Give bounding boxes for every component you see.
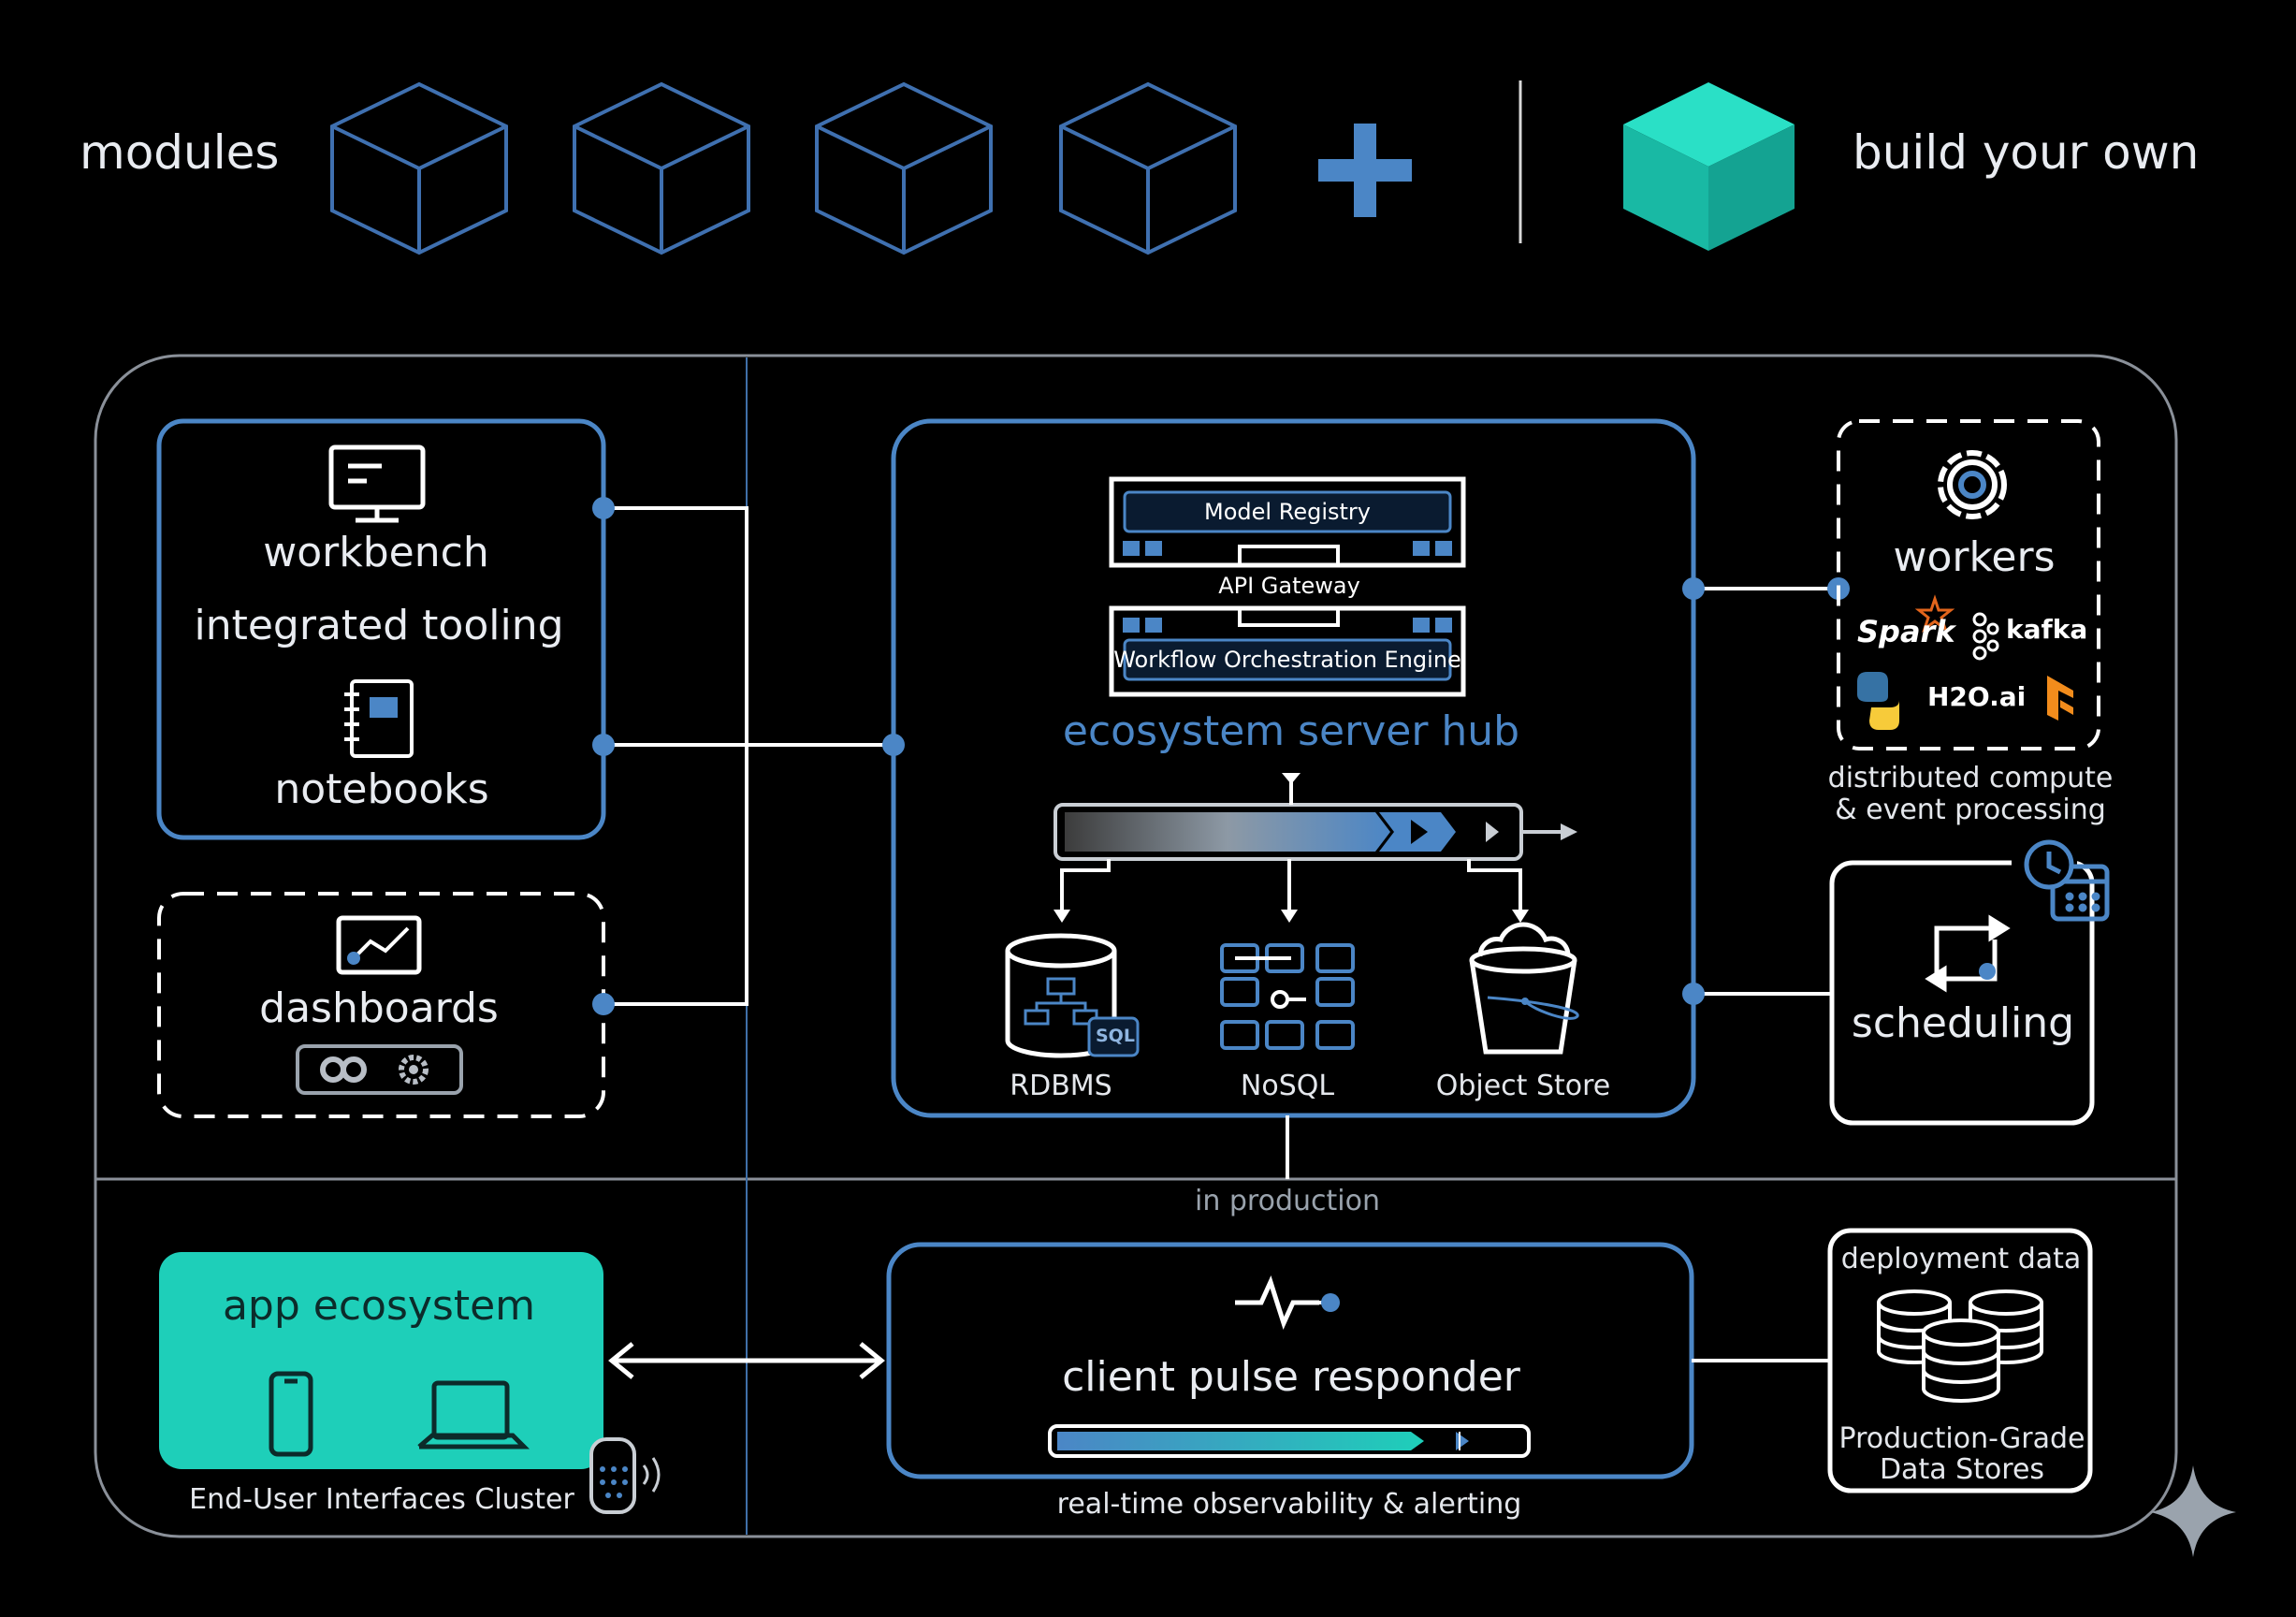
api-gateway-connector	[1238, 545, 1340, 565]
connector-dot	[592, 734, 615, 756]
workers-box[interactable]	[1837, 419, 2100, 750]
database-cluster-icon	[1877, 1289, 2043, 1403]
python-icon	[1857, 672, 1899, 730]
scheduling-box[interactable]	[1829, 860, 2095, 1126]
deployment-data-box[interactable]	[1827, 1228, 2093, 1493]
build-cube-icon	[1623, 82, 1795, 251]
infinity-icon	[320, 1056, 367, 1083]
workflow-engine-label: Workflow Orchestration Engine	[1113, 647, 1461, 673]
in-production-label: in production	[1195, 1185, 1380, 1217]
connector-dot	[1682, 983, 1705, 1005]
ecosystem-hub-box[interactable]	[891, 418, 1696, 1118]
schema-icon	[1024, 977, 1098, 1026]
kafka-logo-text: kafka	[2006, 614, 2088, 645]
connector-dot	[882, 734, 905, 756]
object-store-bucket-icon	[1469, 922, 1579, 1055]
notebook-icon	[344, 679, 414, 758]
dashboards-label: dashboards	[259, 984, 499, 1032]
bidirectional-arrow	[608, 1342, 885, 1379]
scheduling-label: scheduling	[1851, 999, 2075, 1047]
object-store-label: Object Store	[1435, 1070, 1611, 1102]
workbench-label: workbench	[263, 529, 489, 576]
hub-right-connectors	[1693, 587, 1838, 996]
rdbms-label: RDBMS	[1010, 1070, 1112, 1102]
production-grade-line1: Production-Grade	[1838, 1422, 2085, 1455]
deployment-data-label: deployment data	[1840, 1243, 2082, 1275]
plus-icon	[1318, 124, 1412, 217]
laptop-icon	[417, 1380, 530, 1449]
dashboard-controls[interactable]	[296, 1044, 463, 1095]
workers-caption-line1: distributed compute	[1827, 762, 2114, 794]
client-pulse-title: client pulse responder	[1062, 1353, 1520, 1401]
modules-label: modules	[80, 125, 280, 180]
connector-dot	[592, 497, 615, 519]
workflow-engine-server-icon	[1109, 605, 1466, 697]
main-frame	[94, 354, 2178, 1538]
pipeline-branches	[1060, 859, 1522, 912]
end-user-interfaces-label: End-User Interfaces Cluster	[189, 1483, 574, 1516]
nosql-grid-icon	[1220, 943, 1355, 1050]
pulse-progress-bar	[1048, 1424, 1531, 1458]
app-ecosystem-label: app ecosystem	[222, 1282, 536, 1330]
sql-badge-label: SQL	[1096, 1026, 1135, 1046]
gear-small-icon	[399, 1055, 429, 1085]
sql-badge	[1087, 1016, 1140, 1057]
production-grade-line2: Data Stores	[1879, 1453, 2045, 1486]
pulse-icon	[1235, 1275, 1340, 1330]
model-registry-server-icon	[1109, 476, 1466, 568]
phone-icon	[269, 1371, 313, 1457]
h2o-logo-text: H2O.ai	[1927, 681, 2027, 712]
left-connectors	[603, 506, 894, 1006]
module-cube-icon-4	[1059, 81, 1237, 255]
workflow-connector	[1238, 608, 1340, 627]
clock-calendar-icon	[2024, 839, 2110, 922]
api-gateway-label: API Gateway	[1218, 573, 1360, 599]
connector-dot	[1682, 577, 1705, 600]
observability-caption: real-time observability & alerting	[1056, 1488, 1522, 1521]
kafka-icon	[1972, 612, 1999, 661]
build-your-own-label: build your own	[1853, 125, 2200, 180]
module-cube-icon-2	[573, 81, 750, 255]
notebooks-label: notebooks	[274, 765, 489, 813]
nosql-label: NoSQL	[1240, 1070, 1335, 1102]
workers-label: workers	[1893, 533, 2056, 581]
gear-icon	[1938, 450, 2007, 519]
pipeline-arrowheads	[1054, 910, 1529, 923]
smart-speaker-icon	[589, 1437, 661, 1514]
sparkle-icon	[2150, 1465, 2236, 1557]
integrated-tooling-label: integrated tooling	[194, 602, 564, 649]
spark-logo-text: Spark	[1857, 614, 1955, 649]
connector-dot	[592, 993, 615, 1015]
workbench-box[interactable]	[156, 418, 606, 840]
refresh-icon	[1925, 914, 2011, 993]
chart-icon	[336, 915, 422, 975]
ecosystem-hub-title: ecosystem server hub	[1062, 707, 1520, 755]
tensorflow-icon	[2047, 676, 2073, 721]
monitor-icon	[328, 444, 426, 523]
module-cube-icon-1	[330, 81, 508, 255]
workers-caption-line2: & event processing	[1835, 794, 2106, 826]
model-registry-label: Model Registry	[1204, 499, 1371, 525]
spark-star-icon	[1914, 594, 1955, 633]
module-cube-icon-3	[815, 81, 993, 255]
data-pipeline-bar	[1054, 773, 1577, 861]
